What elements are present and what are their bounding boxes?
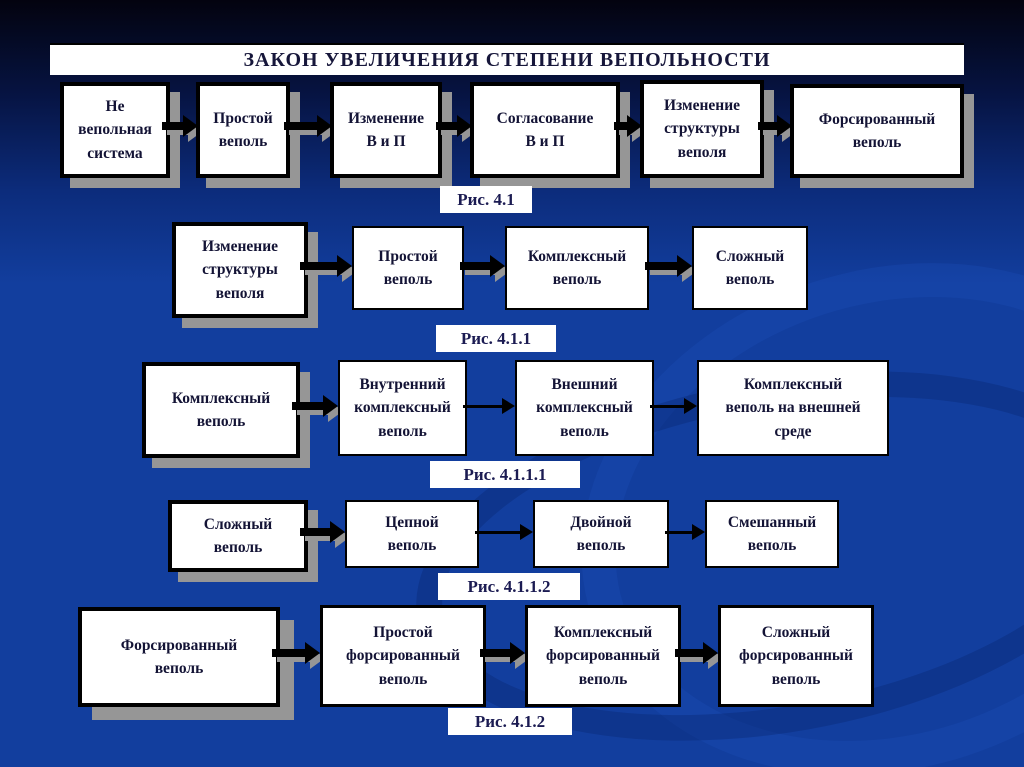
figure-caption: Рис. 4.1.2 bbox=[448, 708, 572, 735]
flow-box-2-1: Изменение структуры веполя bbox=[172, 222, 308, 318]
flow-box-5-1: Форсированный веполь bbox=[78, 607, 280, 707]
arrow-right-icon bbox=[675, 640, 718, 666]
slide-title-bar: ЗАКОН УВЕЛИЧЕНИЯ СТЕПЕНИ ВЕПОЛЬНОСТИ bbox=[50, 43, 964, 75]
figure-caption: Рис. 4.1.1 bbox=[436, 325, 556, 352]
flow-box-5-4: Сложный форсированный веполь bbox=[718, 605, 874, 707]
arrow-right-icon bbox=[758, 113, 792, 139]
flow-box-3-4: Комплексный веполь на внешней среде bbox=[697, 360, 889, 456]
arrow-right-icon bbox=[475, 519, 533, 545]
flow-box-1-3: Изменение В и П bbox=[330, 82, 442, 178]
flow-box-1-1: Не вепольная система bbox=[60, 82, 170, 178]
arrow-right-icon bbox=[665, 519, 705, 545]
flow-box-4-2: Цепной веполь bbox=[345, 500, 479, 568]
arrow-right-icon bbox=[460, 253, 505, 279]
flow-box-3-2: Внутренний комплексный веполь bbox=[338, 360, 467, 456]
flow-box-1-4: Согласование В и П bbox=[470, 82, 620, 178]
arrow-right-icon bbox=[614, 113, 642, 139]
arrow-right-icon bbox=[650, 393, 697, 419]
arrow-right-icon bbox=[300, 253, 352, 279]
flow-box-2-4: Сложный веполь bbox=[692, 226, 808, 310]
arrow-right-icon bbox=[162, 113, 198, 139]
figure-caption: Рис. 4.1.1.2 bbox=[438, 573, 580, 600]
arrow-right-icon bbox=[480, 640, 525, 666]
flow-box-3-1: Комплексный веполь bbox=[142, 362, 300, 458]
flow-box-2-2: Простой веполь bbox=[352, 226, 464, 310]
arrow-right-icon bbox=[436, 113, 472, 139]
arrow-right-icon bbox=[300, 519, 345, 545]
arrow-right-icon bbox=[272, 640, 320, 666]
flow-box-3-3: Внешний комплексный веполь bbox=[515, 360, 654, 456]
flow-box-2-3: Комплексный веполь bbox=[505, 226, 649, 310]
arrow-right-icon bbox=[463, 393, 515, 419]
flow-box-5-3: Комплексный форсированный веполь bbox=[525, 605, 681, 707]
flow-box-1-6: Форсированный веполь bbox=[790, 84, 964, 178]
arrow-right-icon bbox=[292, 393, 338, 419]
flow-box-4-4: Смешанный веполь bbox=[705, 500, 839, 568]
slide-title: ЗАКОН УВЕЛИЧЕНИЯ СТЕПЕНИ ВЕПОЛЬНОСТИ bbox=[243, 48, 771, 71]
flow-box-1-5: Изменение структуры веполя bbox=[640, 80, 764, 178]
arrow-right-icon bbox=[645, 253, 692, 279]
flow-box-4-1: Сложный веполь bbox=[168, 500, 308, 572]
figure-caption: Рис. 4.1.1.1 bbox=[430, 461, 580, 488]
flow-box-1-2: Простой веполь bbox=[196, 82, 290, 178]
figure-caption: Рис. 4.1 bbox=[440, 186, 532, 213]
flow-box-4-3: Двойной веполь bbox=[533, 500, 669, 568]
arrow-right-icon bbox=[284, 113, 332, 139]
flow-box-5-2: Простой форсированный веполь bbox=[320, 605, 486, 707]
